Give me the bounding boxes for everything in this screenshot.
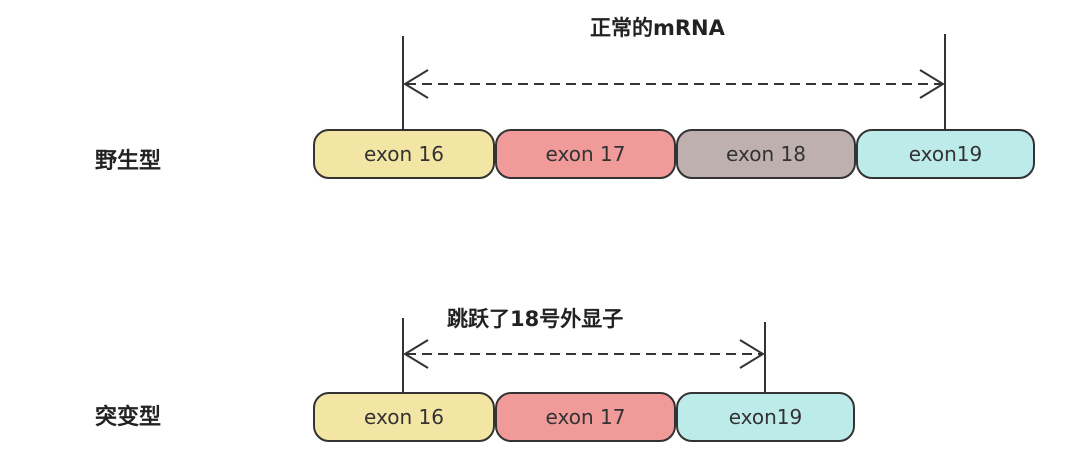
wild-type-exon-16: exon 16 bbox=[313, 129, 495, 179]
mutant-left-arrowhead bbox=[403, 339, 429, 369]
mutant-label: 突变型 bbox=[95, 405, 162, 430]
wild-type-exon-19: exon19 bbox=[856, 129, 1035, 179]
wild-type-caption: 正常的mRNA bbox=[590, 16, 725, 40]
wild-type-right-arrowhead bbox=[919, 69, 945, 99]
wild-type-left-arrowhead bbox=[403, 69, 429, 99]
wild-type-label: 野生型 bbox=[95, 149, 162, 174]
wild-type-exon-18: exon 18 bbox=[676, 129, 856, 179]
mutant-caption: 跳跃了18号外显子 bbox=[447, 307, 624, 331]
mutant-exon-17: exon 17 bbox=[495, 392, 676, 442]
wild-type-exon-17: exon 17 bbox=[495, 129, 676, 179]
mutant-exon-19: exon19 bbox=[676, 392, 855, 442]
mutant-right-arrowhead bbox=[739, 339, 765, 369]
mutant-exon-16: exon 16 bbox=[313, 392, 495, 442]
